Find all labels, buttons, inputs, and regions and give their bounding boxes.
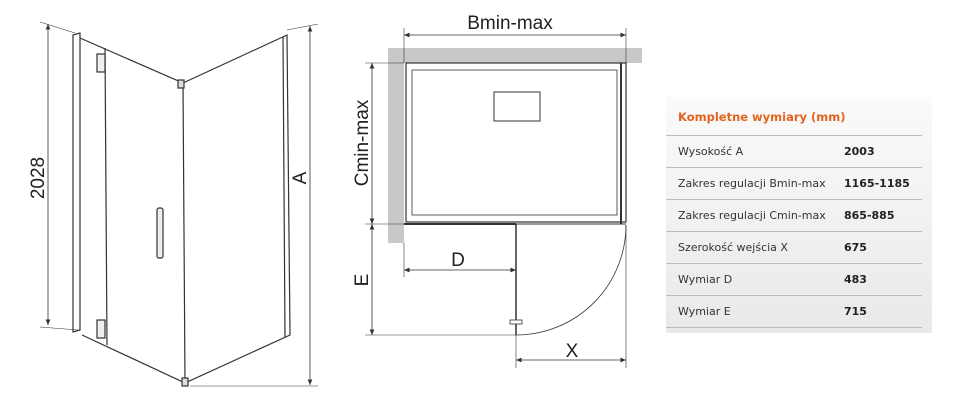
table-row: Zakres regulacji Bmin-max 1165-1185 [666,168,922,200]
table-title: Kompletne wymiary (mm) [666,97,922,136]
dim-A-label: A [290,171,311,184]
row-value: 715 [844,305,867,318]
row-value: 865-885 [844,209,895,222]
perspective-view [39,21,319,387]
dim-X-label: X [566,341,579,362]
hinge-bottom [96,319,106,339]
door-swing-arc [515,224,627,336]
table-row: Szerokość wejścia X 675 [666,232,922,264]
side-panel [182,34,291,384]
wall [388,48,642,243]
table-row: Wysokość A 2003 [666,136,922,168]
drain [493,91,541,122]
table-row: Wymiar E 715 [666,296,922,328]
door-handle [156,207,164,259]
table-row: Zakres regulacji Cmin-max 865-885 [666,200,922,232]
dim-B-label: Bmin-max [467,13,553,34]
hinge-top [96,53,106,73]
plan-view [365,28,642,368]
dim-D-label: D [451,250,465,271]
row-value: 1165-1185 [844,177,910,190]
fixed-panel-frame [72,32,81,333]
door-panel [79,37,186,384]
dimensions-table: Kompletne wymiary (mm) Wysokość A 2003 Za… [666,97,932,333]
row-label: Zakres regulacji Bmin-max [678,177,826,190]
row-value: 2003 [844,145,875,158]
shower-tray [405,62,627,223]
row-label: Wymiar E [678,305,731,318]
height-label: 2028 [28,157,49,199]
dim-C-label: Cmin-max [352,99,373,186]
row-label: Wysokość A [678,145,744,158]
table-row: Wymiar D 483 [666,264,922,296]
row-value: 675 [844,241,867,254]
row-label: Wymiar D [678,273,733,286]
row-label: Zakres regulacji Cmin-max [678,209,826,222]
dim-E-label: E [352,274,373,287]
row-label: Szerokość wejścia X [678,241,788,254]
row-value: 483 [844,273,867,286]
